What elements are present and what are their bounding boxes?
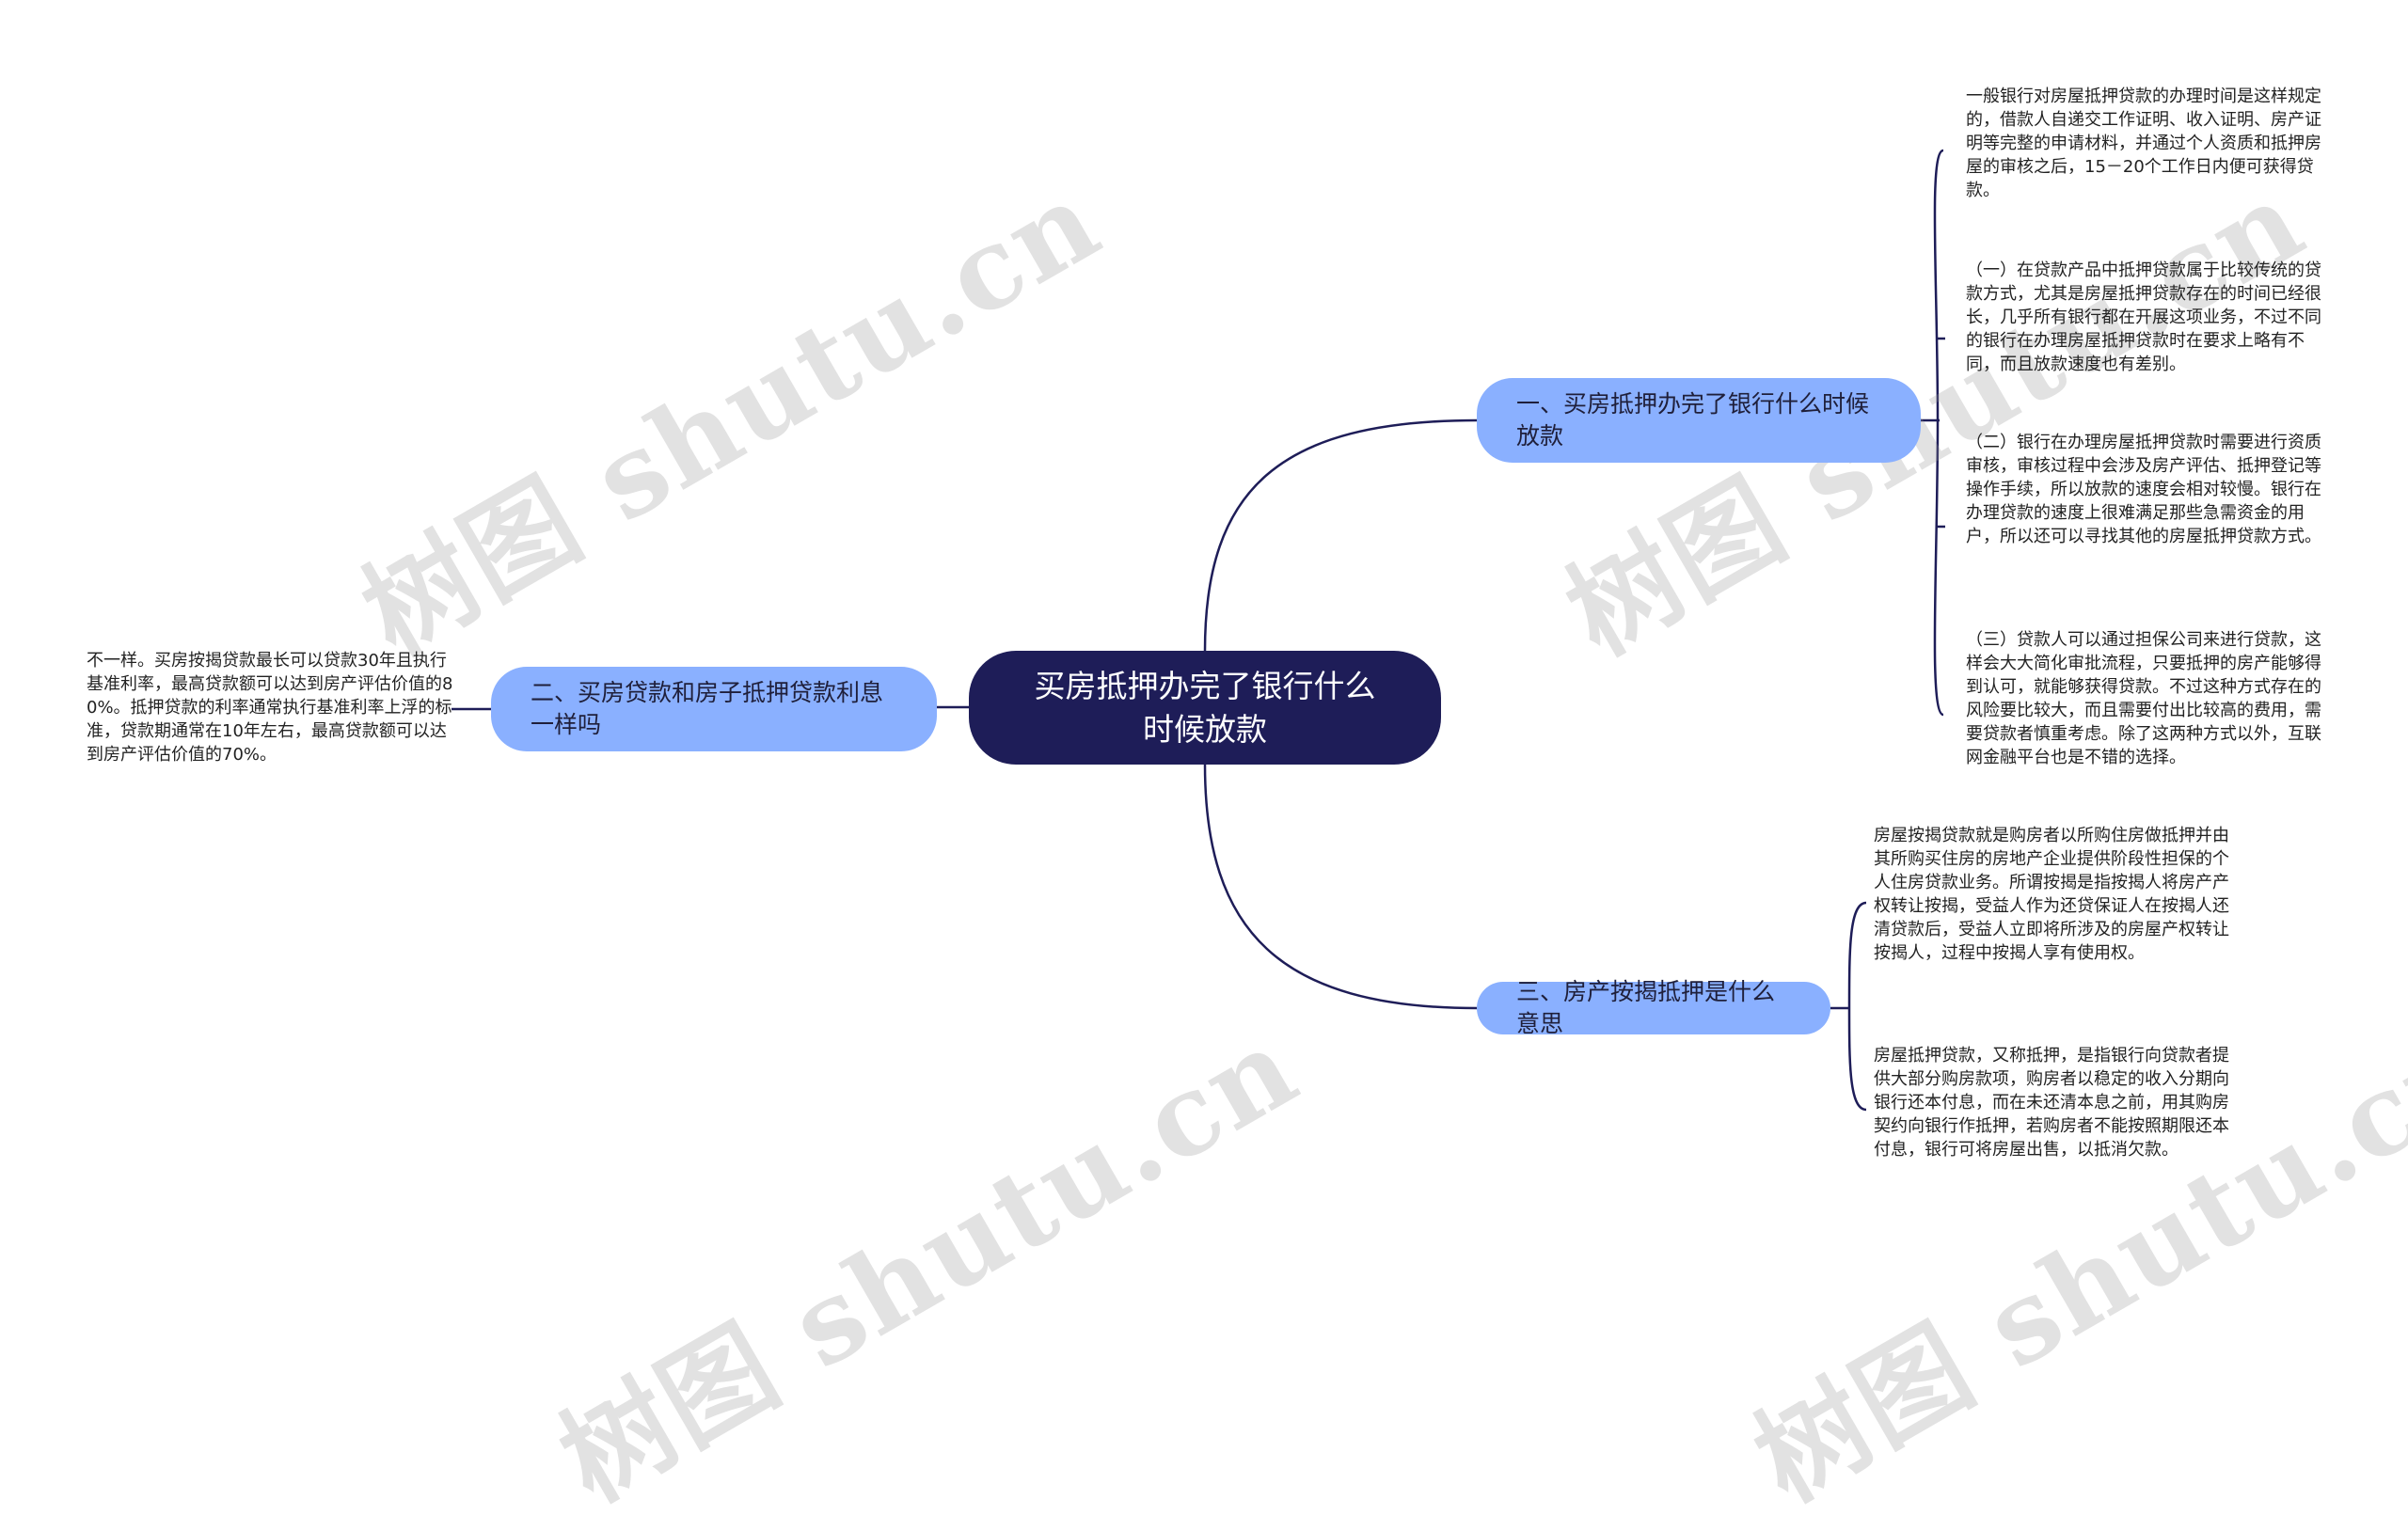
root-topic-label: 买房抵押办完了银行什么时候放款 (1034, 667, 1376, 748)
leaf-topic[interactable]: 不一样。买房按揭贷款最长可以贷款30年且执行基准利率，最高贷款额可以达到房产评估… (87, 651, 453, 765)
branch-topic-label: 一、买房抵押办完了银行什么时候放款 (1516, 390, 1870, 450)
bracket-branch3 (1830, 901, 1867, 1112)
leaf-topic[interactable]: （一）在贷款产品中抵押贷款属于比较传统的贷款方式，尤其是房屋抵押贷款存在的时间已… (1966, 260, 2321, 374)
branch-topic-label: 二、买房贷款和房子抵押贷款利息一样吗 (531, 679, 884, 738)
leaf-topic[interactable]: （二）银行在办理房屋抵押贷款时需要进行资质审核，审核过程中会涉及房产评估、抵押登… (1966, 433, 2321, 546)
leaf-topic[interactable]: （三）贷款人可以通过担保公司来进行贷款，这样会大大简化审批流程，只要抵押的房产能… (1966, 630, 2321, 767)
branch-topic-3[interactable]: 三、房产按揭抵押是什么意思 (1477, 978, 1830, 1037)
connector-root-branch3 (1203, 764, 1478, 1010)
connector-root-branch1 (1203, 418, 1478, 652)
root-topic[interactable]: 买房抵押办完了银行什么时候放款 (969, 651, 1441, 765)
branch-topic-label: 三、房产按揭抵押是什么意思 (1516, 978, 1776, 1037)
branch-topic-2[interactable]: 二、买房贷款和房子抵押贷款利息一样吗 (491, 667, 937, 751)
bracket-branch1 (1921, 149, 1944, 717)
leaf-topic[interactable]: 一般银行对房屋抵押贷款的办理时间是这样规定的，借款人自递交工作证明、收入证明、房… (1966, 87, 2321, 200)
leaf-topic[interactable]: 房屋按揭贷款就是购房者以所购住房做抵押并由其所购买住房的房地产企业提供阶段性担保… (1874, 826, 2229, 963)
connector-lines (452, 149, 1945, 1112)
leaf-topic[interactable]: 房屋抵押贷款，又称抵押，是指银行向贷款者提供大部分购房款项，购房者以稳定的收入分… (1874, 1046, 2229, 1160)
branch-topic-1[interactable]: 一、买房抵押办完了银行什么时候放款 (1477, 378, 1921, 463)
